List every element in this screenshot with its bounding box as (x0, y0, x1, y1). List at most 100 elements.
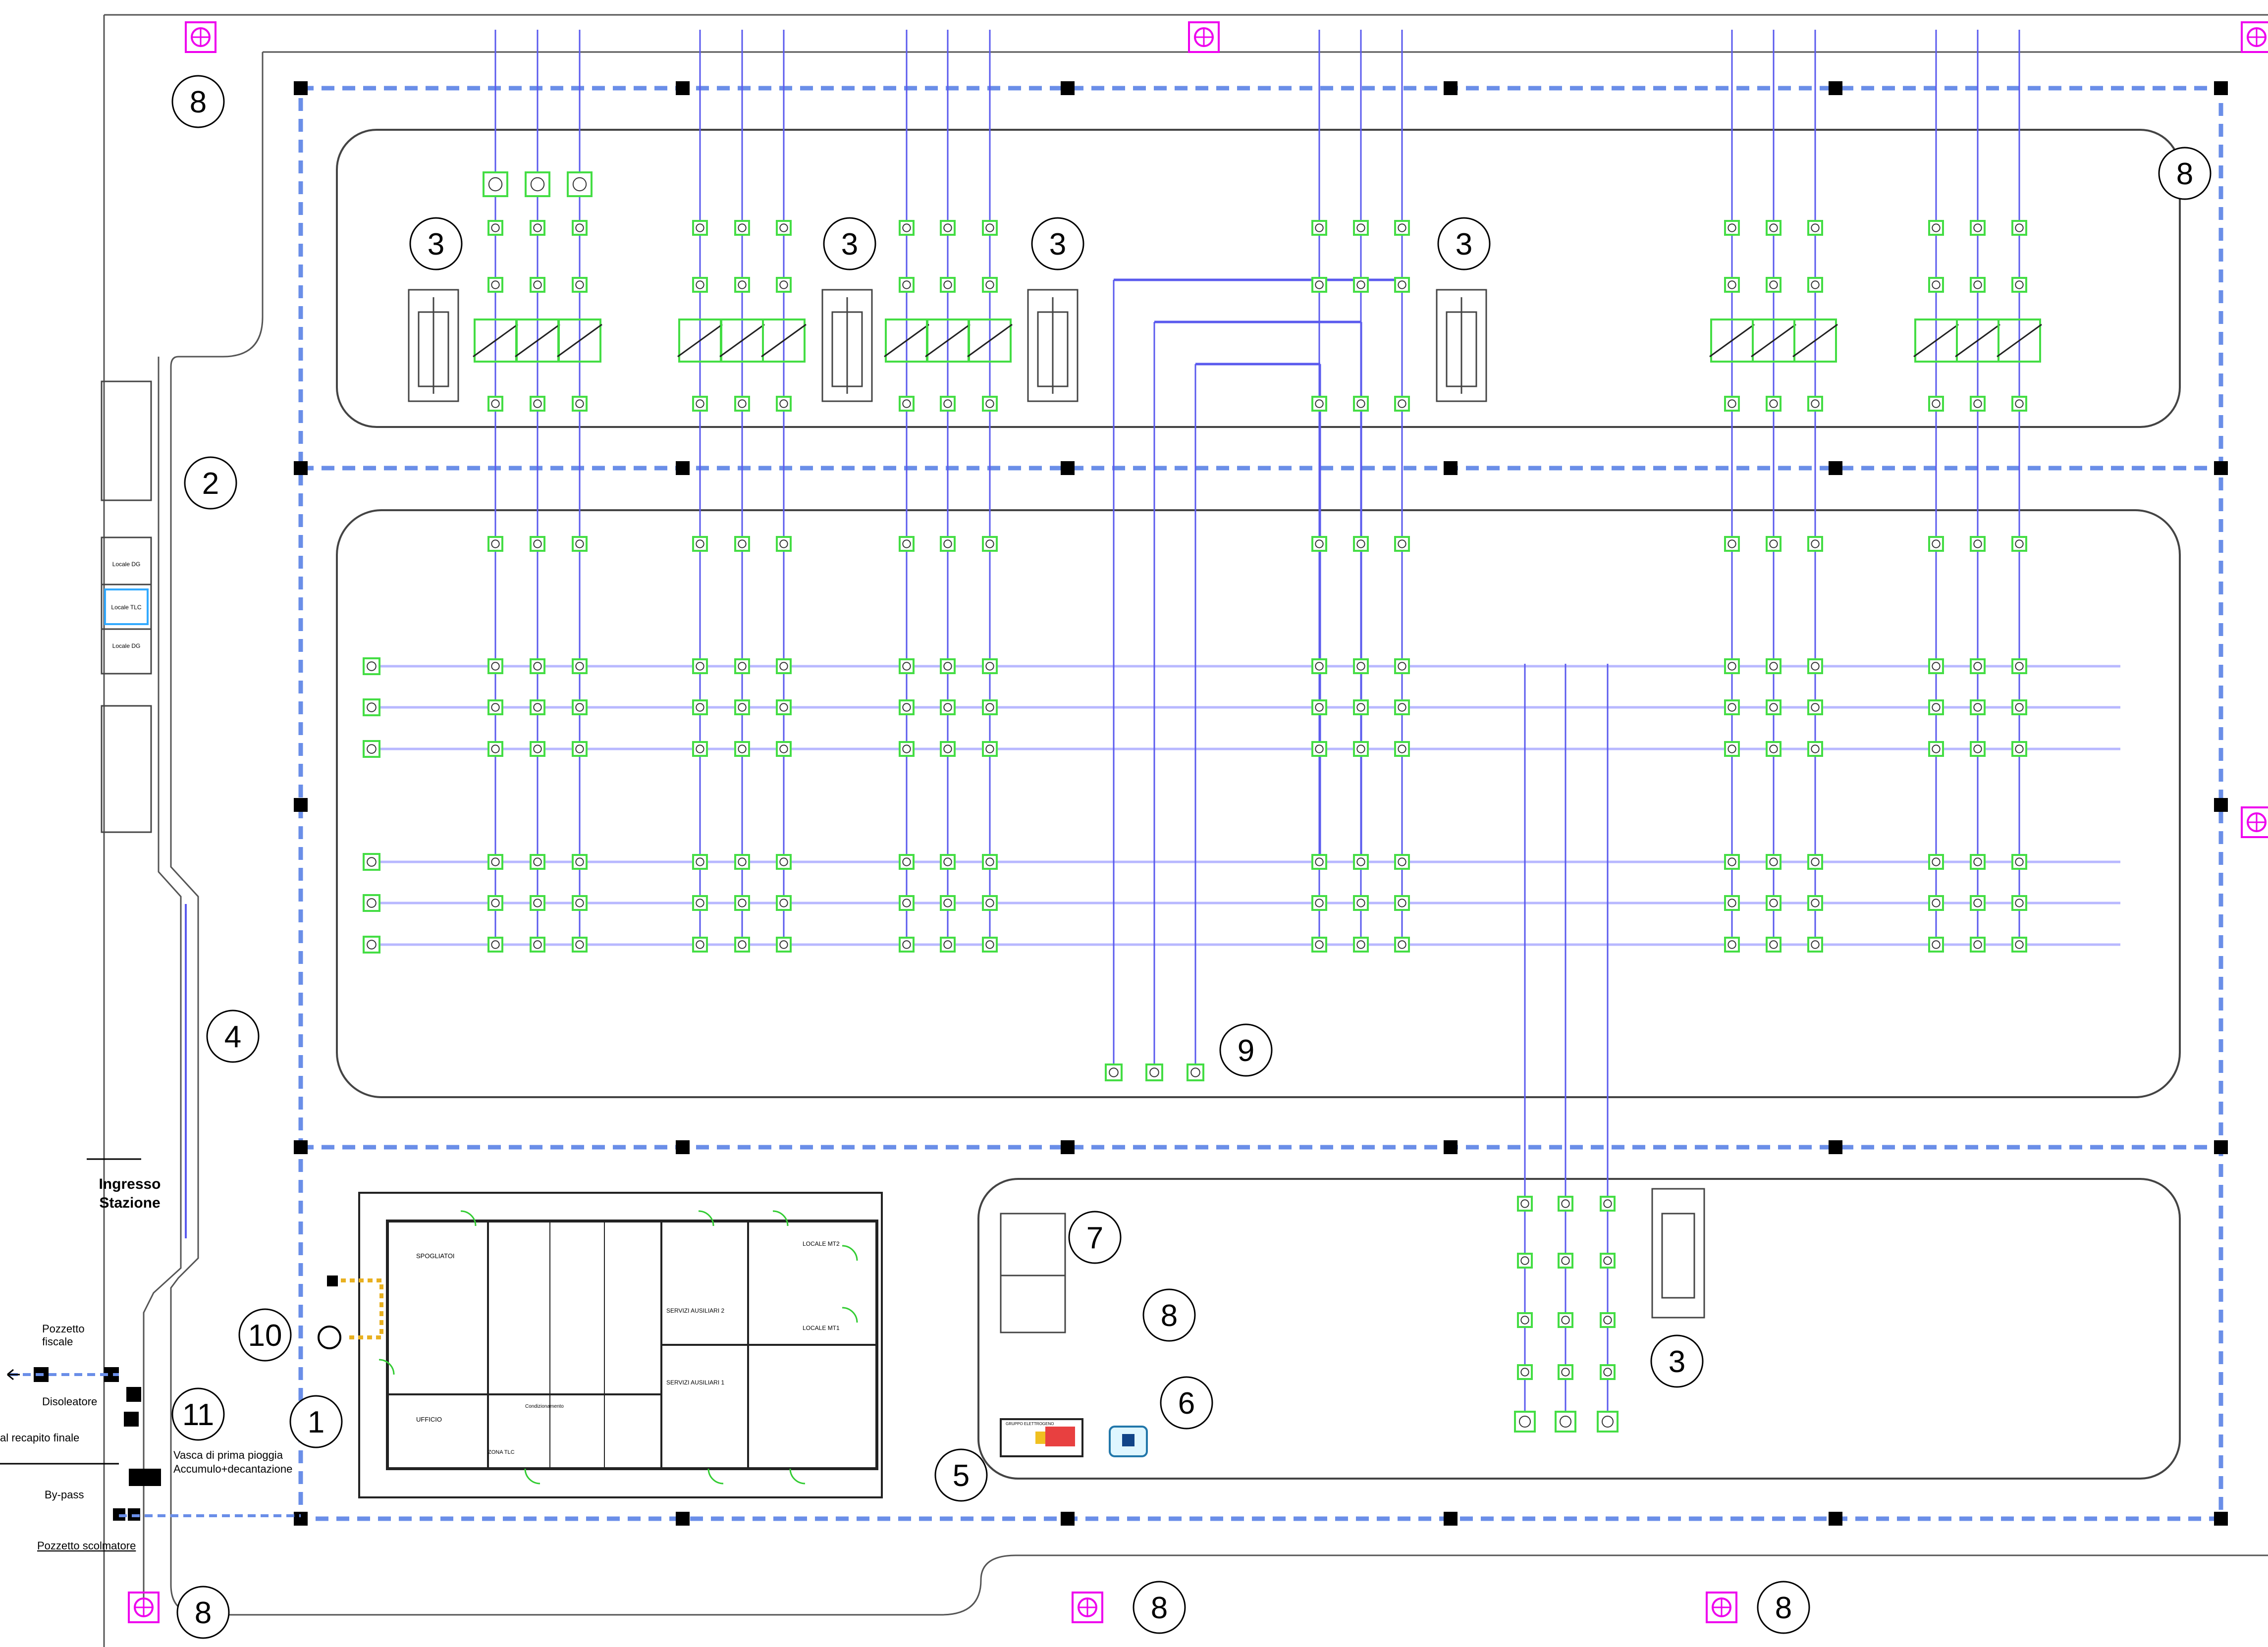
equipment-core (533, 703, 542, 712)
equipment-box (572, 396, 588, 412)
equipment-core (2015, 899, 2024, 907)
equipment-box (483, 171, 508, 197)
room-zona-tlc: ZONA TLC (488, 1449, 515, 1455)
equipment-core (1398, 662, 1406, 671)
breaker-box (762, 319, 806, 363)
marker-m8: 8 (1133, 1581, 1186, 1634)
fence-post (294, 798, 308, 812)
breaker-stroke (1709, 323, 1755, 358)
equipment-core (985, 399, 994, 408)
grounding-node (327, 1275, 338, 1286)
equipment-box (1311, 741, 1327, 757)
equipment-core (1603, 1368, 1612, 1377)
equipment-core (1561, 1256, 1570, 1265)
equipment-box (982, 396, 998, 412)
lighting-tower-frame (2241, 806, 2268, 838)
breaker-stroke (1751, 323, 1796, 358)
equipment-box (1394, 699, 1410, 715)
equipment-box (1394, 277, 1410, 293)
equipment-box (940, 741, 956, 757)
ingresso-label-2: Stazione (99, 1195, 160, 1211)
equipment-box (734, 396, 750, 412)
generator-group (1000, 1418, 1148, 1457)
fence-post (1829, 81, 1842, 95)
equipment-box (2011, 854, 2027, 870)
equipment-box (940, 658, 956, 674)
equipment-core (1769, 703, 1778, 712)
equipment-box (1766, 937, 1782, 953)
equipment-box (2011, 277, 2027, 293)
pozzetto-scolmatore-label: Pozzetto scolmatore (37, 1540, 136, 1552)
equipment-core (985, 703, 994, 712)
marker-number: 8 (1775, 1591, 1792, 1625)
equipment-box (1394, 937, 1410, 953)
equipment-box (899, 220, 915, 236)
lighting-tower-icon (1706, 1592, 1737, 1623)
equipment-core (738, 703, 747, 712)
pozzetto-fiscale-label-1: Pozzetto (42, 1323, 85, 1335)
equipment-core (1769, 399, 1778, 408)
equipment-box (1558, 1253, 1573, 1269)
equipment-core (1398, 940, 1406, 949)
equipment-box (776, 937, 792, 953)
marker-m5: 5 (934, 1448, 988, 1502)
equipment-box (1600, 1196, 1616, 1212)
equipment-box (530, 854, 545, 870)
equipment-box (1807, 895, 1823, 911)
transformers (408, 289, 1705, 1333)
fence-post (2214, 461, 2228, 475)
equipment-box (487, 396, 503, 412)
equipment-box (734, 220, 750, 236)
equipment-box (1311, 854, 1327, 870)
equipment-box (572, 220, 588, 236)
marker-number: 8 (190, 85, 207, 119)
equipment-box (1353, 854, 1369, 870)
equipment-core (985, 280, 994, 289)
equipment-box (1970, 658, 1986, 674)
equipment-core (2015, 539, 2024, 548)
marker-m8: 8 (171, 75, 225, 128)
equipment-core (1973, 744, 1982, 753)
marker-number: 8 (1151, 1591, 1168, 1625)
equipment-box (1311, 895, 1327, 911)
equipment-core (491, 223, 500, 232)
equipment-box (692, 854, 708, 870)
marker-number: 8 (1161, 1299, 1178, 1333)
equipment-core (902, 857, 911, 866)
equipment-box (1394, 741, 1410, 757)
equipment-core (943, 703, 952, 712)
fence-post (1444, 1140, 1458, 1154)
equipment-core (1728, 940, 1736, 949)
marker-m6: 6 (1160, 1376, 1213, 1430)
equipment-core (1973, 899, 1982, 907)
equipment-box (940, 699, 956, 715)
equipment-core (1769, 940, 1778, 949)
equipment-box (1970, 277, 1986, 293)
equipment-core (1811, 223, 1820, 232)
equipment-core (985, 857, 994, 866)
equipment-core (575, 399, 584, 408)
equipment-box (692, 741, 708, 757)
marker-circle (206, 1009, 260, 1063)
fence-post (2214, 1140, 2228, 1154)
equipment-core (1728, 539, 1736, 548)
equipment-box (1970, 699, 1986, 715)
equipment-core (488, 177, 503, 192)
equipment-box (1766, 895, 1782, 911)
equipment-core (1811, 744, 1820, 753)
marker-circle (934, 1448, 988, 1502)
equipment-box (1724, 895, 1740, 911)
marker-circle (171, 1387, 225, 1441)
marker-m9: 9 (1219, 1023, 1273, 1077)
marker-circle (409, 217, 463, 270)
lighting-tower-frame (128, 1592, 160, 1623)
equipment-core (491, 940, 500, 949)
equipment-box (776, 396, 792, 412)
equipment-box (1353, 699, 1369, 715)
equipment-box (2011, 895, 2027, 911)
breaker-stroke (967, 323, 1013, 358)
marker-circle (1142, 1288, 1196, 1342)
equipment-core (491, 899, 500, 907)
equipment-core (943, 662, 952, 671)
